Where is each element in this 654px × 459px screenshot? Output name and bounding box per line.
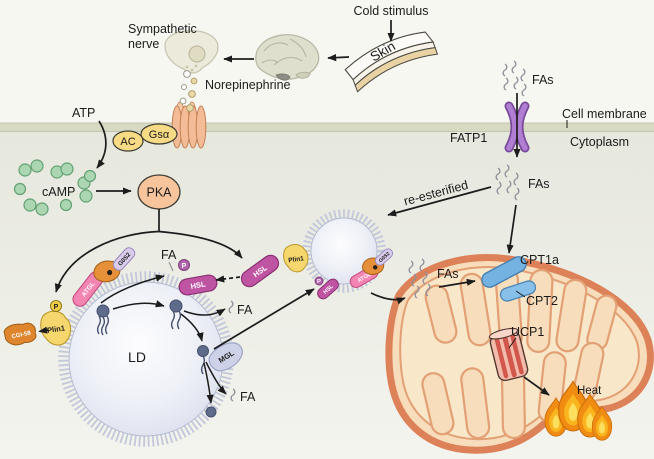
heat-flames [544,380,613,441]
cpt1a-transporter [481,256,527,288]
lipolysis-arrows [100,274,227,404]
fa-bottom-icon [230,388,236,402]
fa-bottom-label: FA [240,390,256,404]
plin1-label: Plin1 [47,323,66,334]
ucp1-channel [488,327,529,382]
fas-to-mito-label: FAs [437,267,459,281]
fas-extracellular-label: FAs [532,73,554,87]
mgl-protein: MGL [208,342,243,372]
sympathetic-nerve-label-2: nerve [128,37,159,51]
arrow-fas-to-mito [438,278,476,288]
arrow-small-ld-to-fas [370,292,406,305]
fa-right-icon [228,300,234,314]
ucp1-label: UCP1 [511,325,544,339]
ld-label: LD [128,349,146,365]
arrow-tg-to-dg [112,300,165,310]
atp-label: ATP [72,106,95,120]
cell-membrane-label: Cell membrane [562,107,647,121]
brain [255,34,320,81]
skin-patch: Skin [344,31,439,93]
cytoplasm-label: Cytoplasm [570,135,629,149]
arrow-mg-to-glycerol [203,362,214,404]
cerebellum [295,71,311,79]
synaptic-vesicle [188,45,206,63]
arrow-skin-to-brain [327,54,350,62]
heat-label: Heat [577,385,602,397]
small-ld-core [310,217,378,285]
camp-molecules [13,159,97,216]
gsa-subunit: Gsα [140,123,178,145]
brainstem [275,73,291,81]
atgl-dot [107,269,113,276]
fatp1-channel [504,101,530,153]
arrow-mg-fa-release [205,361,227,395]
triglyceride-molecule [96,304,110,336]
fatp1-label: FATP1 [450,131,487,145]
arrow-dg-to-mg [180,313,204,342]
pathway-arrows [38,20,550,396]
norepinephrine-molecules [179,70,198,112]
pka-enzyme: PKA [137,174,181,210]
arrow-cgi58-release [38,326,49,334]
nerve-terminal [164,30,219,74]
arrow-pka-to-plin1 [54,230,160,293]
hsl-on-ld: HSL [178,274,218,296]
arrow-ld-to-small-ld [213,288,315,350]
cristae [421,266,618,440]
arrow-dg-fa-release [183,308,226,317]
plin1-label: Plin1 [288,255,305,264]
gsa-label: Gsα [149,129,170,141]
monoglyceride-molecule [197,345,209,375]
fas-extracellular-icons [502,60,527,97]
cpt2-label: CPT2 [526,294,558,308]
adenylyl-cyclase: AC [112,130,144,152]
hsl-small: HSL [317,278,339,300]
hsl-small-phospho: P [314,276,324,286]
arrow-fas-to-cpt1a [506,204,517,254]
atgl-protein: ATGL [72,271,104,307]
phospho-label: P [317,279,321,285]
arrow-pka-to-hsl [158,230,243,259]
phospho-label: P [54,304,59,311]
sympathetic-nerve-label-1: Sympathetic [128,22,197,36]
hsl-phospho: P [178,259,190,271]
arrow-atp-to-camp [96,120,107,169]
fa-top-tick [168,261,174,272]
small-ld-fringe [302,209,386,293]
plin1-phospho: P [50,300,62,312]
camp-label: cAMP [42,185,75,199]
cpt2-pointer-line [515,290,526,298]
arrow-re-esterified [387,186,492,217]
glycerol-molecule [205,406,217,418]
ld-core [68,281,224,437]
cell-membrane-band [0,123,654,132]
pka-label: PKA [146,186,172,200]
hsl-label: HSL [190,279,207,291]
fas-cytosolic-icons [495,164,520,201]
arrow-tg-to-fa-top [100,274,165,304]
extracellular-region [0,0,654,123]
fas-to-mito-icons [408,258,431,299]
cold-stimulus-label: Cold stimulus [353,4,428,18]
plin1-small: Plin1 [283,244,309,273]
lipid-droplet-small [302,209,386,293]
cpt1a-label: CPT1a [520,253,559,267]
ac-label: AC [120,136,135,148]
diglyceride-molecule [169,299,183,330]
hsl-cytosolic: HSL [240,254,280,288]
phospho-label: P [182,263,187,270]
cgi58-protein: CGI-58 [3,322,37,346]
flame-icon [591,405,613,441]
fas-cytosolic-label: FAs [528,177,550,191]
norepinephrine-label: Norepinephrine [205,78,291,92]
fa-top-label: FA [161,248,177,262]
ucp1-pointer-line [508,337,517,349]
cpt2-transporter [499,280,537,302]
arrow-ucp1-to-heat [523,376,550,396]
cgi58-label: CGI-58 [11,330,32,340]
lipid-molecules [96,299,217,418]
fa-right-label: FA [237,303,253,317]
